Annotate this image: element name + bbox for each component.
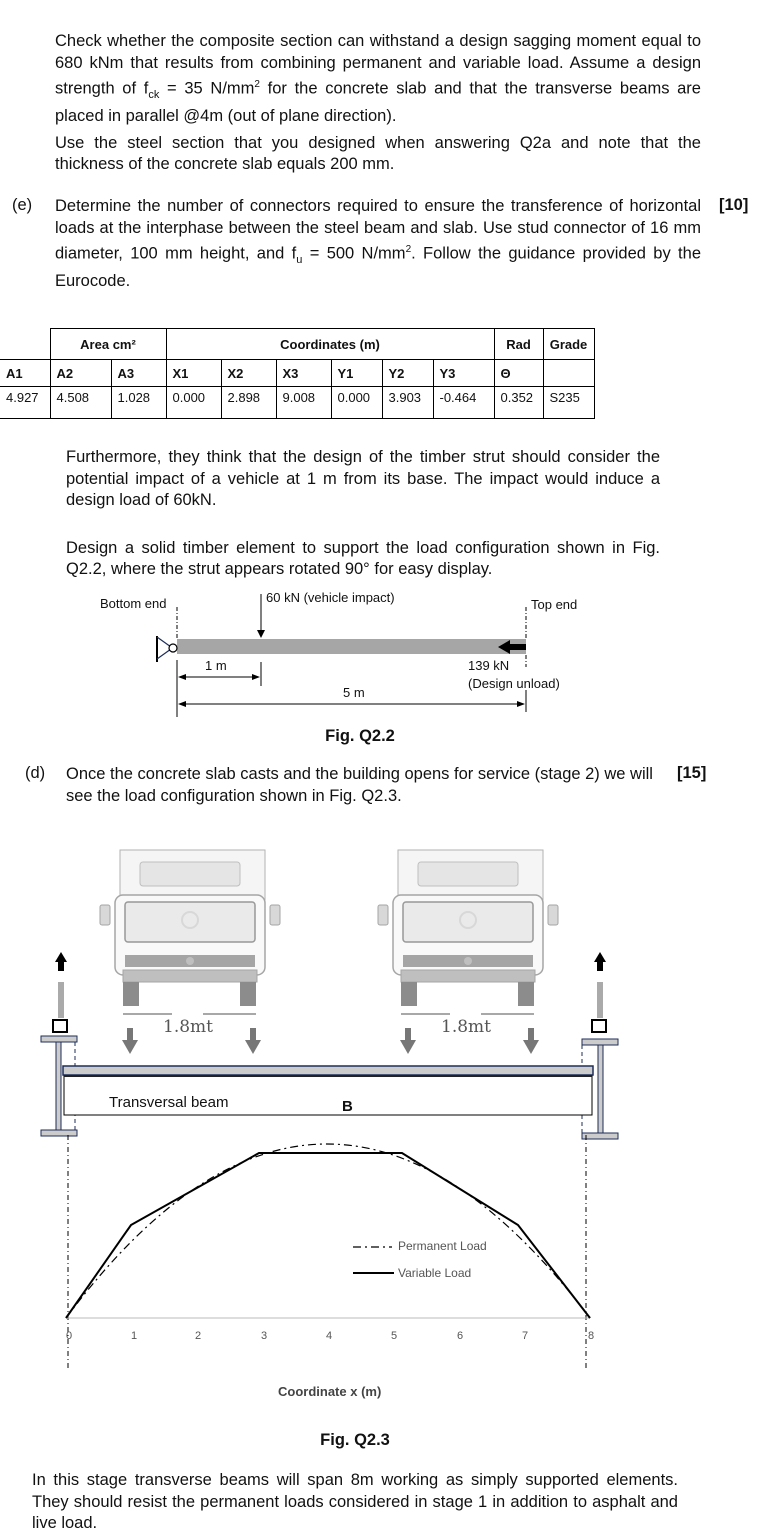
question-d-text: Once the concrete slab casts and the bui…	[66, 765, 653, 805]
variable-load-curve	[65, 1152, 591, 1319]
question-label-d: (d)	[25, 764, 46, 782]
header-grade: Grade	[542, 328, 595, 360]
text-segment: . Follow the guidance provided by the Eu…	[55, 244, 701, 291]
cell-x2: 2.898	[220, 386, 277, 419]
table-row: 4.927 4.508 1.028 0.000 2.898 9.008 0.00…	[0, 386, 595, 419]
marks-d: [15]	[677, 764, 707, 782]
bottom-end-label: Bottom end	[100, 596, 167, 611]
header-rad: Rad	[493, 328, 544, 360]
col-x1: X1	[165, 359, 222, 387]
axial-note-label: (Design unload)	[468, 676, 560, 691]
table-column-header-row: A1 A2 A3 X1 X2 X3 Y1 Y2 Y3 Θ	[0, 359, 595, 387]
x-tick: 7	[522, 1330, 529, 1342]
cell-y2: 3.903	[381, 386, 434, 419]
text-segment: Check whether the composite section can …	[55, 32, 701, 98]
question-e-text: Determine the number of connectors requi…	[55, 196, 701, 293]
x-axis-title: Coordinate x (m)	[278, 1384, 382, 1399]
paragraph-moment-check: Check whether the composite section can …	[55, 31, 701, 128]
text-segment: = 500 N/mm	[302, 244, 406, 263]
col-a2: A2	[49, 359, 112, 387]
axial-load-label: 139 kN	[468, 658, 510, 673]
table-group-header-row: Area cm² Coordinates (m) Rad Grade	[0, 328, 595, 360]
subscript-ck: ck	[148, 88, 160, 101]
cell-x1: 0.000	[165, 386, 222, 419]
text-segment: for the concrete slab and that the trans…	[55, 79, 701, 126]
subscript-u: u	[296, 253, 303, 266]
paragraph-vehicle-impact: Furthermore, they think that the design …	[66, 448, 660, 509]
pin-support-icon	[156, 636, 178, 662]
top-end-label: Top end	[531, 597, 578, 612]
col-theta: Θ	[493, 359, 544, 387]
x-tick: 8	[588, 1330, 595, 1342]
impact-load-label: 60 kN (vehicle impact)	[266, 590, 395, 605]
x-tick: 2	[195, 1330, 202, 1342]
header-area: Area cm²	[49, 328, 167, 360]
superscript-2: 2	[405, 244, 412, 255]
stage2-text: In this stage transverse beams will span…	[32, 1471, 678, 1532]
question-label-e: (e)	[12, 196, 33, 214]
legend-variable-load: Variable Load	[398, 1266, 472, 1280]
cell-theta: 0.352	[493, 386, 544, 419]
beam-label: Transversal beam	[109, 1094, 229, 1111]
x-tick: 4	[326, 1330, 333, 1342]
x-tick: 3	[261, 1330, 268, 1342]
paragraph-steel-section: Use the steel section that you designed …	[55, 133, 701, 174]
permanent-load-curve	[65, 1143, 591, 1319]
beam-truck-diagram	[40, 849, 619, 1140]
timber-strut	[177, 639, 526, 654]
impact-load-arrow-icon	[257, 594, 265, 638]
marks-e: [10]	[719, 196, 749, 214]
truck-left-icon	[99, 849, 281, 1015]
x-tick: 1	[131, 1330, 138, 1342]
col-x3: X3	[275, 359, 332, 387]
strut-diagram	[156, 594, 527, 717]
text-segment: Determine the number of connectors requi…	[55, 197, 701, 263]
superscript-2: 2	[254, 79, 260, 90]
dim-5m-label: 5 m	[343, 685, 365, 700]
moment-diagram-chart	[65, 1135, 591, 1370]
dim-1m-label: 1 m	[205, 658, 227, 673]
cell-a3: 1.028	[110, 386, 167, 419]
cell-a1: 4.927	[0, 386, 51, 419]
cell-a2: 4.508	[49, 386, 112, 419]
cell-grade: S235	[542, 386, 595, 419]
axial-load-arrow-icon	[498, 640, 526, 654]
truck-spacing-right: 1.8mt	[441, 1017, 491, 1037]
cell-x3: 9.008	[275, 386, 332, 419]
col-a3: A3	[110, 359, 167, 387]
fig-q22-caption: Fig. Q2.2	[325, 727, 395, 745]
cell-y3: -0.464	[432, 386, 495, 419]
col-x2: X2	[220, 359, 277, 387]
cell-y1: 0.000	[330, 386, 383, 419]
wheel-load-arrow-icon	[122, 1028, 539, 1054]
header-coordinates: Coordinates (m)	[165, 328, 495, 360]
truck-spacing-left: 1.8mt	[163, 1017, 213, 1037]
section-properties-table: Area cm² Coordinates (m) Rad Grade A1 A2…	[0, 328, 595, 419]
x-tick: 5	[391, 1330, 398, 1342]
paragraph-design-timber: Design a solid timber element to support…	[66, 538, 660, 579]
col-y1: Y1	[330, 359, 383, 387]
col-y3: Y3	[432, 359, 495, 387]
concrete-slab	[62, 1065, 594, 1076]
x-tick: 0	[66, 1330, 73, 1342]
legend-permanent-load: Permanent Load	[398, 1239, 487, 1253]
fig-q23-caption: Fig. Q2.3	[320, 1431, 390, 1449]
text-segment: = 35 N/mm	[159, 79, 255, 98]
col-grade	[542, 359, 595, 387]
col-a1: A1	[0, 359, 51, 387]
transversal-beam	[63, 1075, 593, 1116]
col-y2: Y2	[381, 359, 434, 387]
composite-check-text: Check whether the composite section can …	[55, 31, 701, 176]
truck-right-icon	[377, 849, 559, 1015]
point-b-label: B	[342, 1098, 353, 1115]
x-tick: 6	[457, 1330, 464, 1342]
timber-strut-text: Furthermore, they think that the design …	[66, 447, 660, 581]
